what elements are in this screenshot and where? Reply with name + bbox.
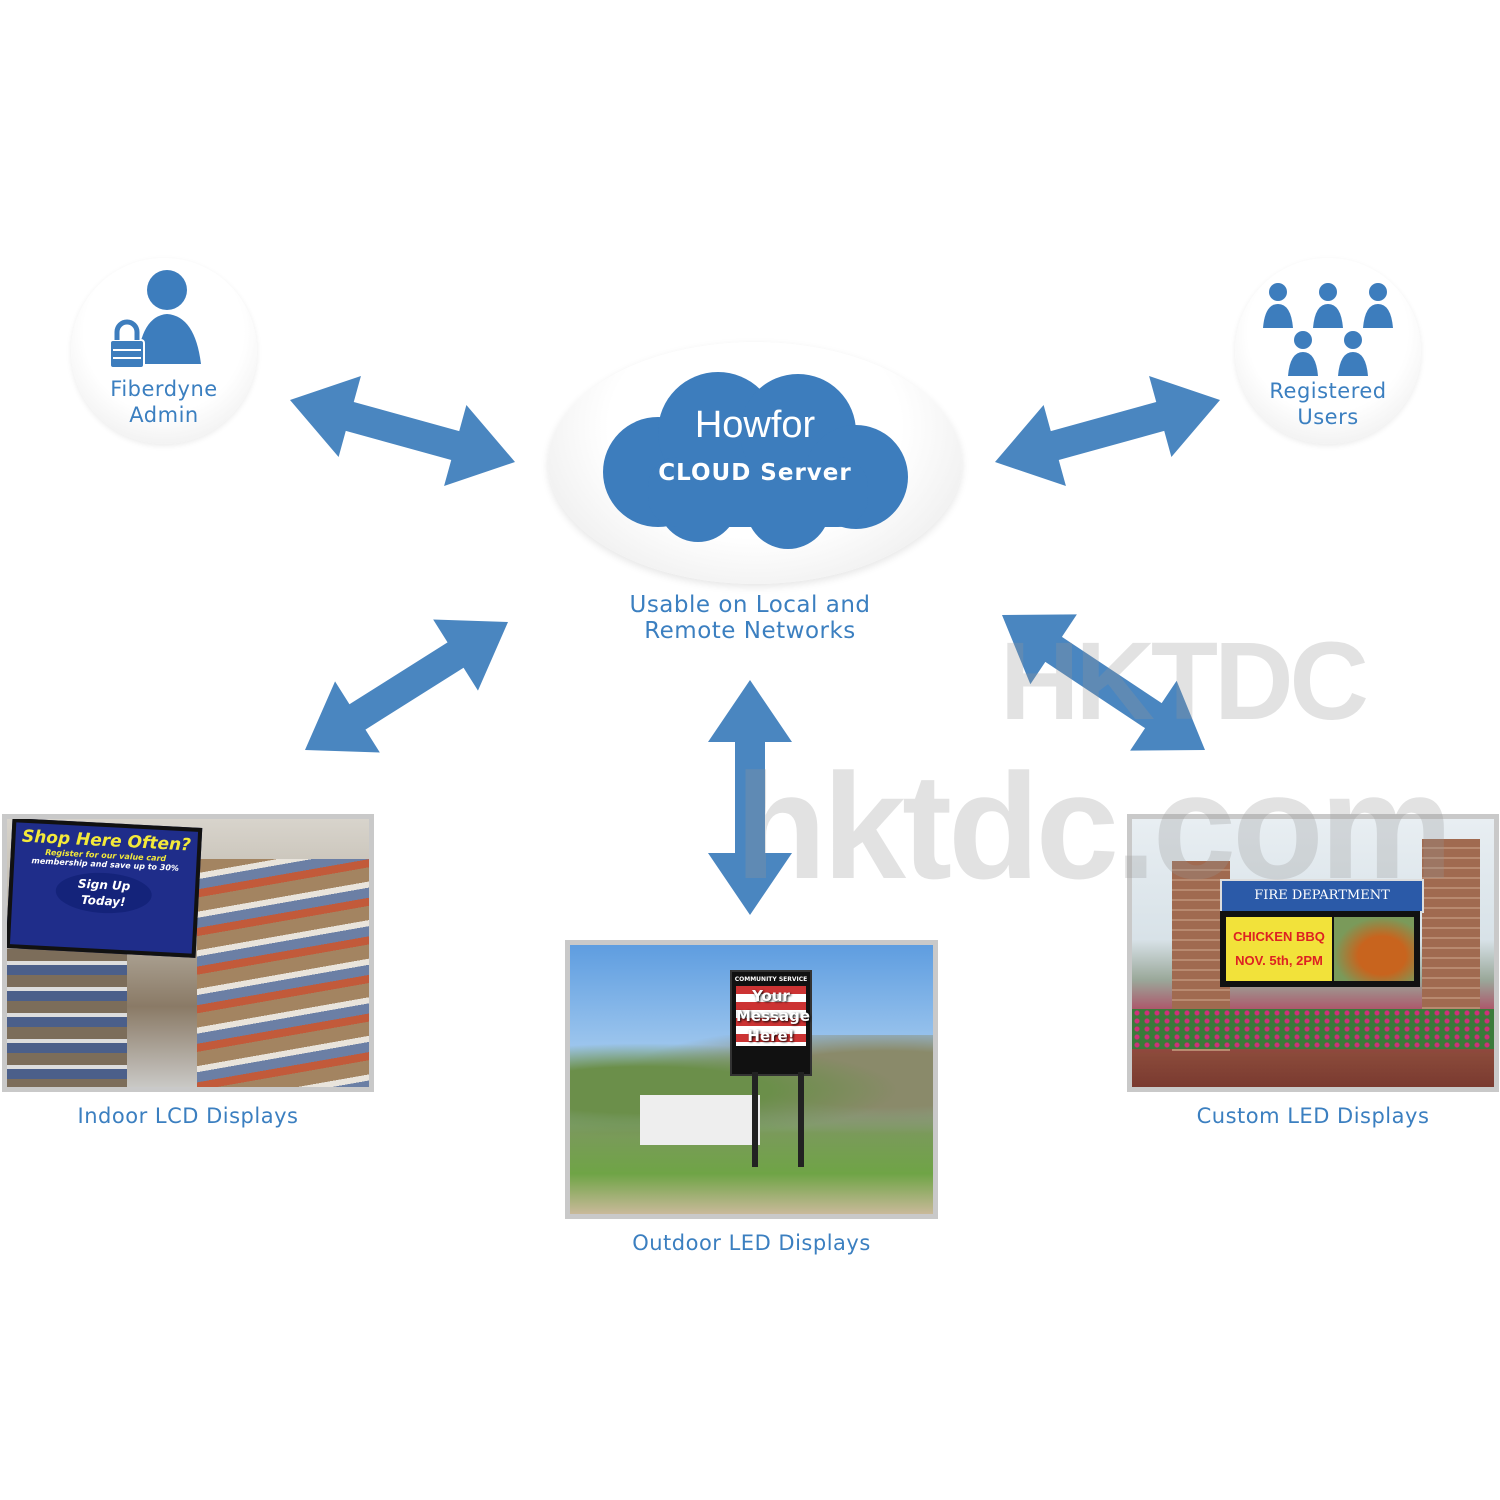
custom-led-screen: CHICKEN BBQ NOV. 5th, 2PM [1220, 911, 1420, 987]
arrow-users-server [995, 375, 1220, 487]
sign-line3: Here! [747, 1027, 795, 1045]
server-caption-line1: Usable on Local and [629, 592, 871, 618]
server-title: Howfor [694, 404, 816, 446]
custom-led-label: Custom LED Displays [1196, 1104, 1430, 1128]
custom-led-photo: FIRE DEPARTMENT CHICKEN BBQ NOV. 5th, 2P… [1127, 814, 1499, 1092]
led-line1: CHICKEN BBQ [1233, 929, 1325, 944]
admin-label-line1: Fiberdyne [110, 377, 218, 401]
arrow-server-custom [1002, 614, 1205, 751]
led-line2: NOV. 5th, 2PM [1235, 953, 1323, 968]
outdoor-led-label: Outdoor LED Displays [632, 1231, 871, 1255]
server-caption-line2: Remote Networks [644, 618, 856, 644]
store-shelves-left [7, 949, 127, 1087]
cloud-icon [603, 372, 908, 549]
fire-department-header: FIRE DEPARTMENT [1220, 879, 1424, 913]
admin-lock-person-icon [109, 270, 201, 369]
indoor-screen: Shop Here Often? Register for our value … [7, 819, 203, 958]
users-node: Registered Users [1235, 258, 1421, 444]
building [640, 1095, 760, 1145]
arrow-server-outdoor [708, 680, 792, 915]
sign-line1: Your [752, 987, 790, 1005]
admin-node: Fiberdyne Admin [71, 258, 257, 444]
store-shelves [197, 859, 369, 1087]
indoor-lcd-label: Indoor LCD Displays [77, 1104, 299, 1128]
arrow-server-indoor [305, 619, 508, 753]
outdoor-sign: COMMUNITY SERVICE Your Message Here! [730, 970, 812, 1076]
arrow-admin-server [290, 375, 515, 487]
outdoor-led-photo: COMMUNITY SERVICE Your Message Here! [565, 940, 938, 1219]
flower-bed [1132, 1009, 1494, 1049]
chicken-image [1334, 917, 1414, 981]
users-label-line1: Registered [1269, 379, 1387, 403]
user-group-icon [1263, 283, 1393, 376]
admin-label-line2: Admin [129, 403, 199, 427]
sign-header: COMMUNITY SERVICE [734, 976, 808, 983]
indoor-lcd-photo: Shop Here Often? Register for our value … [2, 814, 374, 1092]
users-label-line2: Users [1297, 405, 1359, 429]
server-subtitle: CLOUD Server [658, 460, 852, 486]
sign-line2: Message [736, 1007, 810, 1025]
cloud-server-node: Howfor CLOUD Server [548, 342, 962, 584]
